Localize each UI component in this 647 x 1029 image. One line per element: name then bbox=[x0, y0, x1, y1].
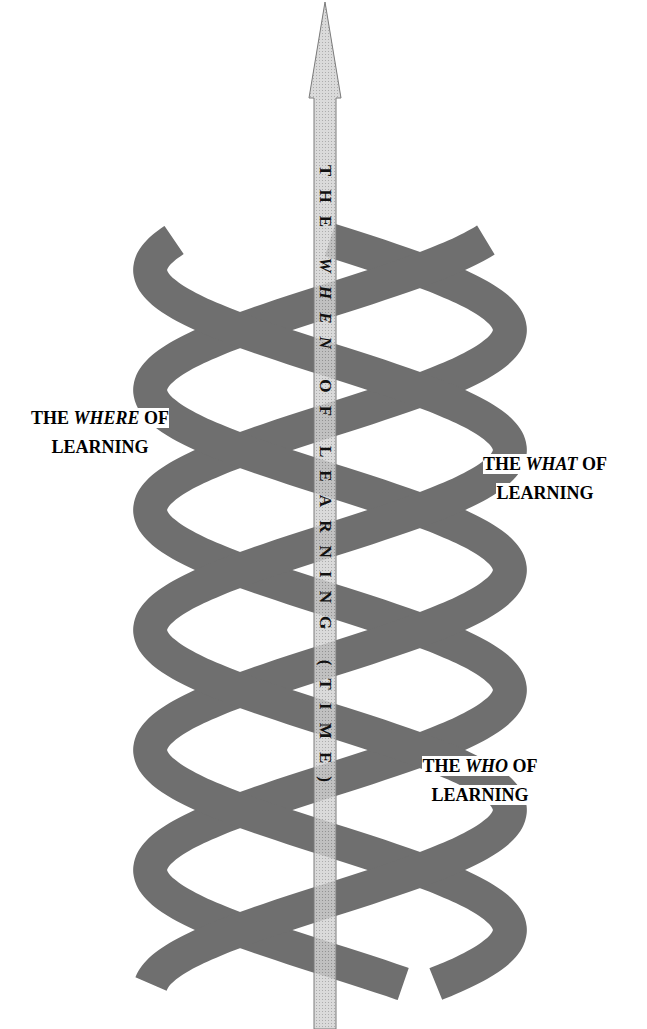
dimension-label: THE WHO OF LEARNING bbox=[422, 756, 537, 805]
arrow-outline bbox=[309, 2, 341, 1029]
label-holder: THE WHO OF LEARNING bbox=[393, 752, 568, 810]
label-holder: THE WHAT OF LEARNING bbox=[458, 450, 633, 508]
dimension-label: THE WHERE OF LEARNING bbox=[31, 408, 169, 457]
axis-label: THE WHEN OF LEARNING (TIME) bbox=[317, 165, 334, 795]
time-arrow: THE WHEN OF LEARNING (TIME) bbox=[295, 0, 355, 1029]
label-holder: THE WHERE OF LEARNING bbox=[13, 404, 188, 462]
dimension-label: THE WHAT OF LEARNING bbox=[483, 454, 607, 503]
